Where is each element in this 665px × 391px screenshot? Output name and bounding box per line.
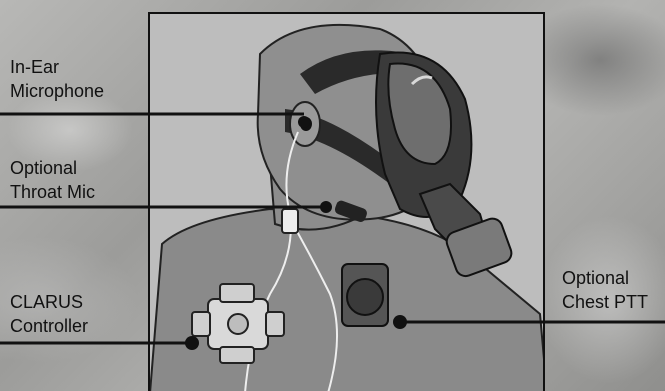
- label-line: Throat Mic: [10, 182, 96, 202]
- label-line: In-Ear: [10, 57, 60, 77]
- label-line: CLARUS: [10, 292, 84, 312]
- label-line: Chest PTT: [562, 292, 649, 312]
- label-line: Microphone: [10, 81, 105, 101]
- mask-visor: [387, 62, 452, 166]
- label-clarus-controller: CLARUS Controller: [10, 290, 88, 338]
- controller-dot: [185, 336, 199, 350]
- chest-ptt-dot: [393, 315, 407, 329]
- in-ear-dot: [298, 116, 310, 128]
- visor-highlight: [410, 75, 433, 86]
- cable-right: [289, 218, 339, 391]
- label-throat-mic: Optional Throat Mic: [10, 156, 95, 204]
- filter-canister: [445, 217, 513, 278]
- illustration-frame: [148, 12, 545, 391]
- throat-dot: [320, 201, 332, 213]
- label-line: Optional: [10, 158, 78, 178]
- label-chest-ptt: Optional Chest PTT: [562, 266, 648, 314]
- label-line: Optional: [562, 268, 630, 288]
- firefighter-illustration: [150, 23, 543, 391]
- label-line: Controller: [10, 316, 89, 336]
- cable-connector: [281, 208, 299, 234]
- throat-mic: [334, 200, 367, 222]
- chest-ptt-unit: [341, 263, 389, 327]
- controller-unit: [191, 283, 285, 364]
- label-in-ear-microphone: In-Ear Microphone: [10, 55, 104, 103]
